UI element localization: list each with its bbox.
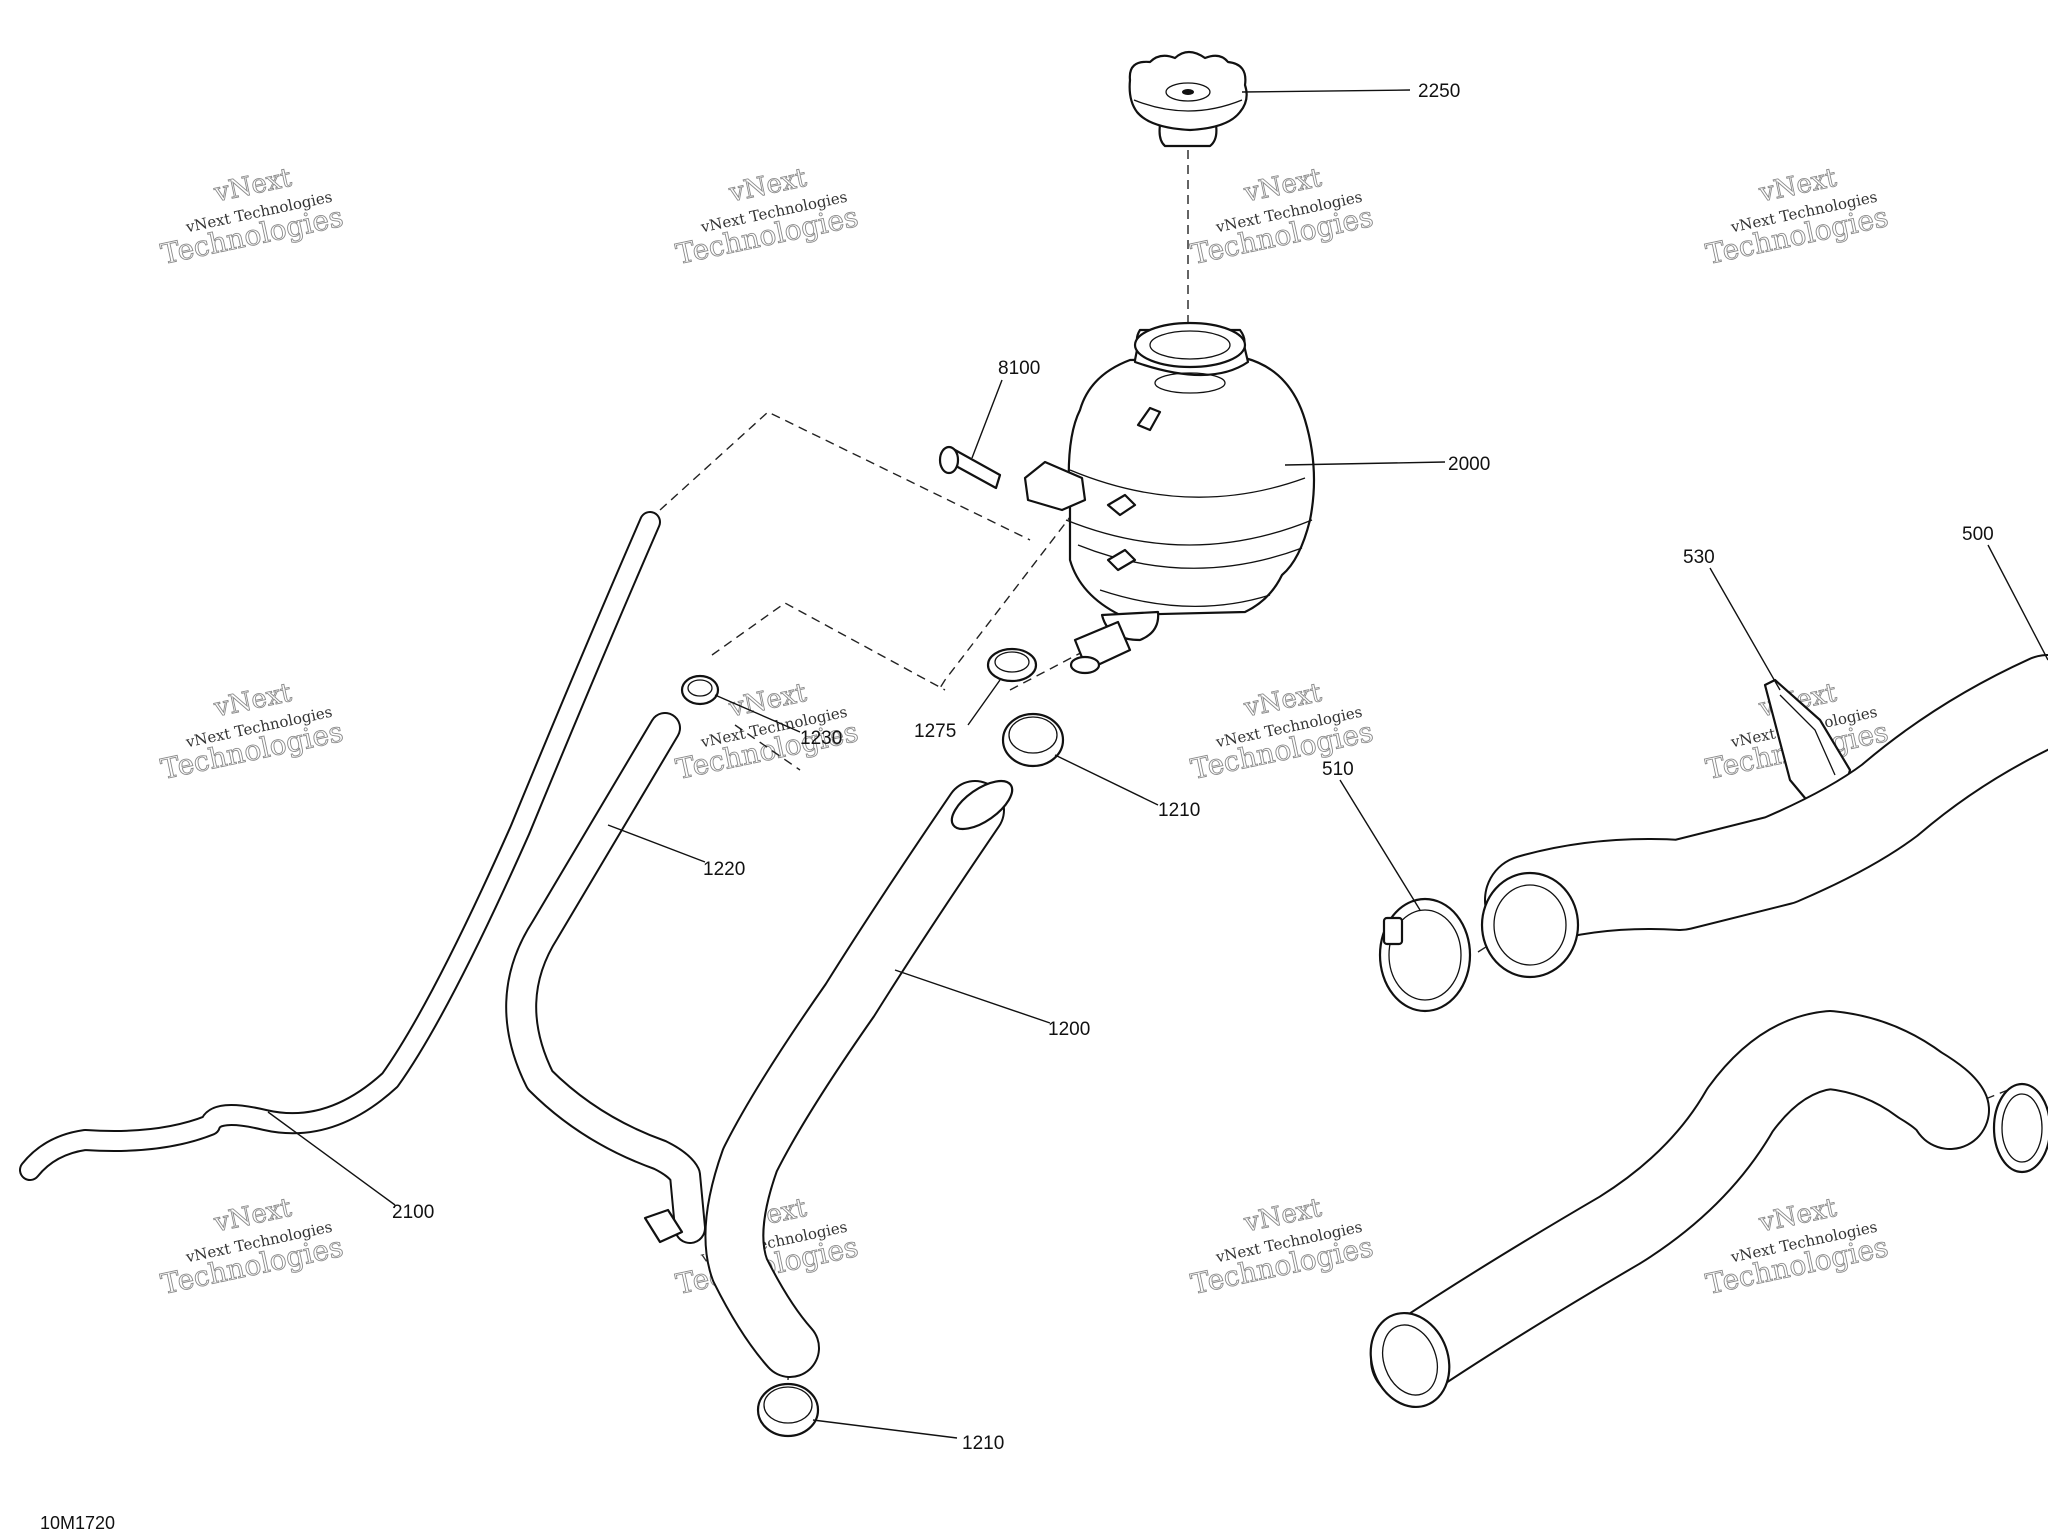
- leader-lines: [267, 89, 2048, 1439]
- label-1275: 1275: [914, 721, 956, 742]
- bypass-hose: [505, 712, 706, 1244]
- label-1200: 1200: [1048, 1019, 1090, 1040]
- label-8100: 8100: [998, 358, 1040, 379]
- upper-radiator-hose: [1480, 654, 2048, 979]
- label-2000: 2000: [1448, 454, 1490, 475]
- label-1220: 1220: [703, 859, 745, 880]
- coolant-expansion-tank: [1023, 321, 1316, 675]
- clamp-1230: [680, 674, 720, 706]
- label-2100: 2100: [392, 1202, 434, 1223]
- label-500: 500: [1962, 524, 1994, 545]
- clamp-right-edge: [1992, 1082, 2048, 1174]
- overflow-hose: [19, 511, 661, 1181]
- part-labels: 2250 2000 8100 2100 1220 1230 1275 1200 …: [40, 81, 1994, 1533]
- mounting-screw: [938, 445, 1002, 490]
- label-1230: 1230: [800, 728, 842, 749]
- label-2250: 2250: [1418, 81, 1460, 102]
- label-510: 510: [1322, 759, 1354, 780]
- clamp-1210-lower: [756, 1382, 820, 1438]
- label-1210-lower: 1210: [962, 1433, 1004, 1454]
- label-530: 530: [1683, 547, 1715, 568]
- clamp-1275: [986, 647, 1038, 683]
- label-1210-upper: 1210: [1158, 800, 1200, 821]
- radiator-cap: [1128, 50, 1248, 148]
- figure-code: 10M1720: [40, 1513, 115, 1533]
- clamp-510: [1378, 897, 1472, 1013]
- radiator-hose: [704, 779, 1014, 1378]
- lower-radiator-hose: [1369, 1010, 1990, 1409]
- clamp-1210-upper: [1001, 712, 1065, 768]
